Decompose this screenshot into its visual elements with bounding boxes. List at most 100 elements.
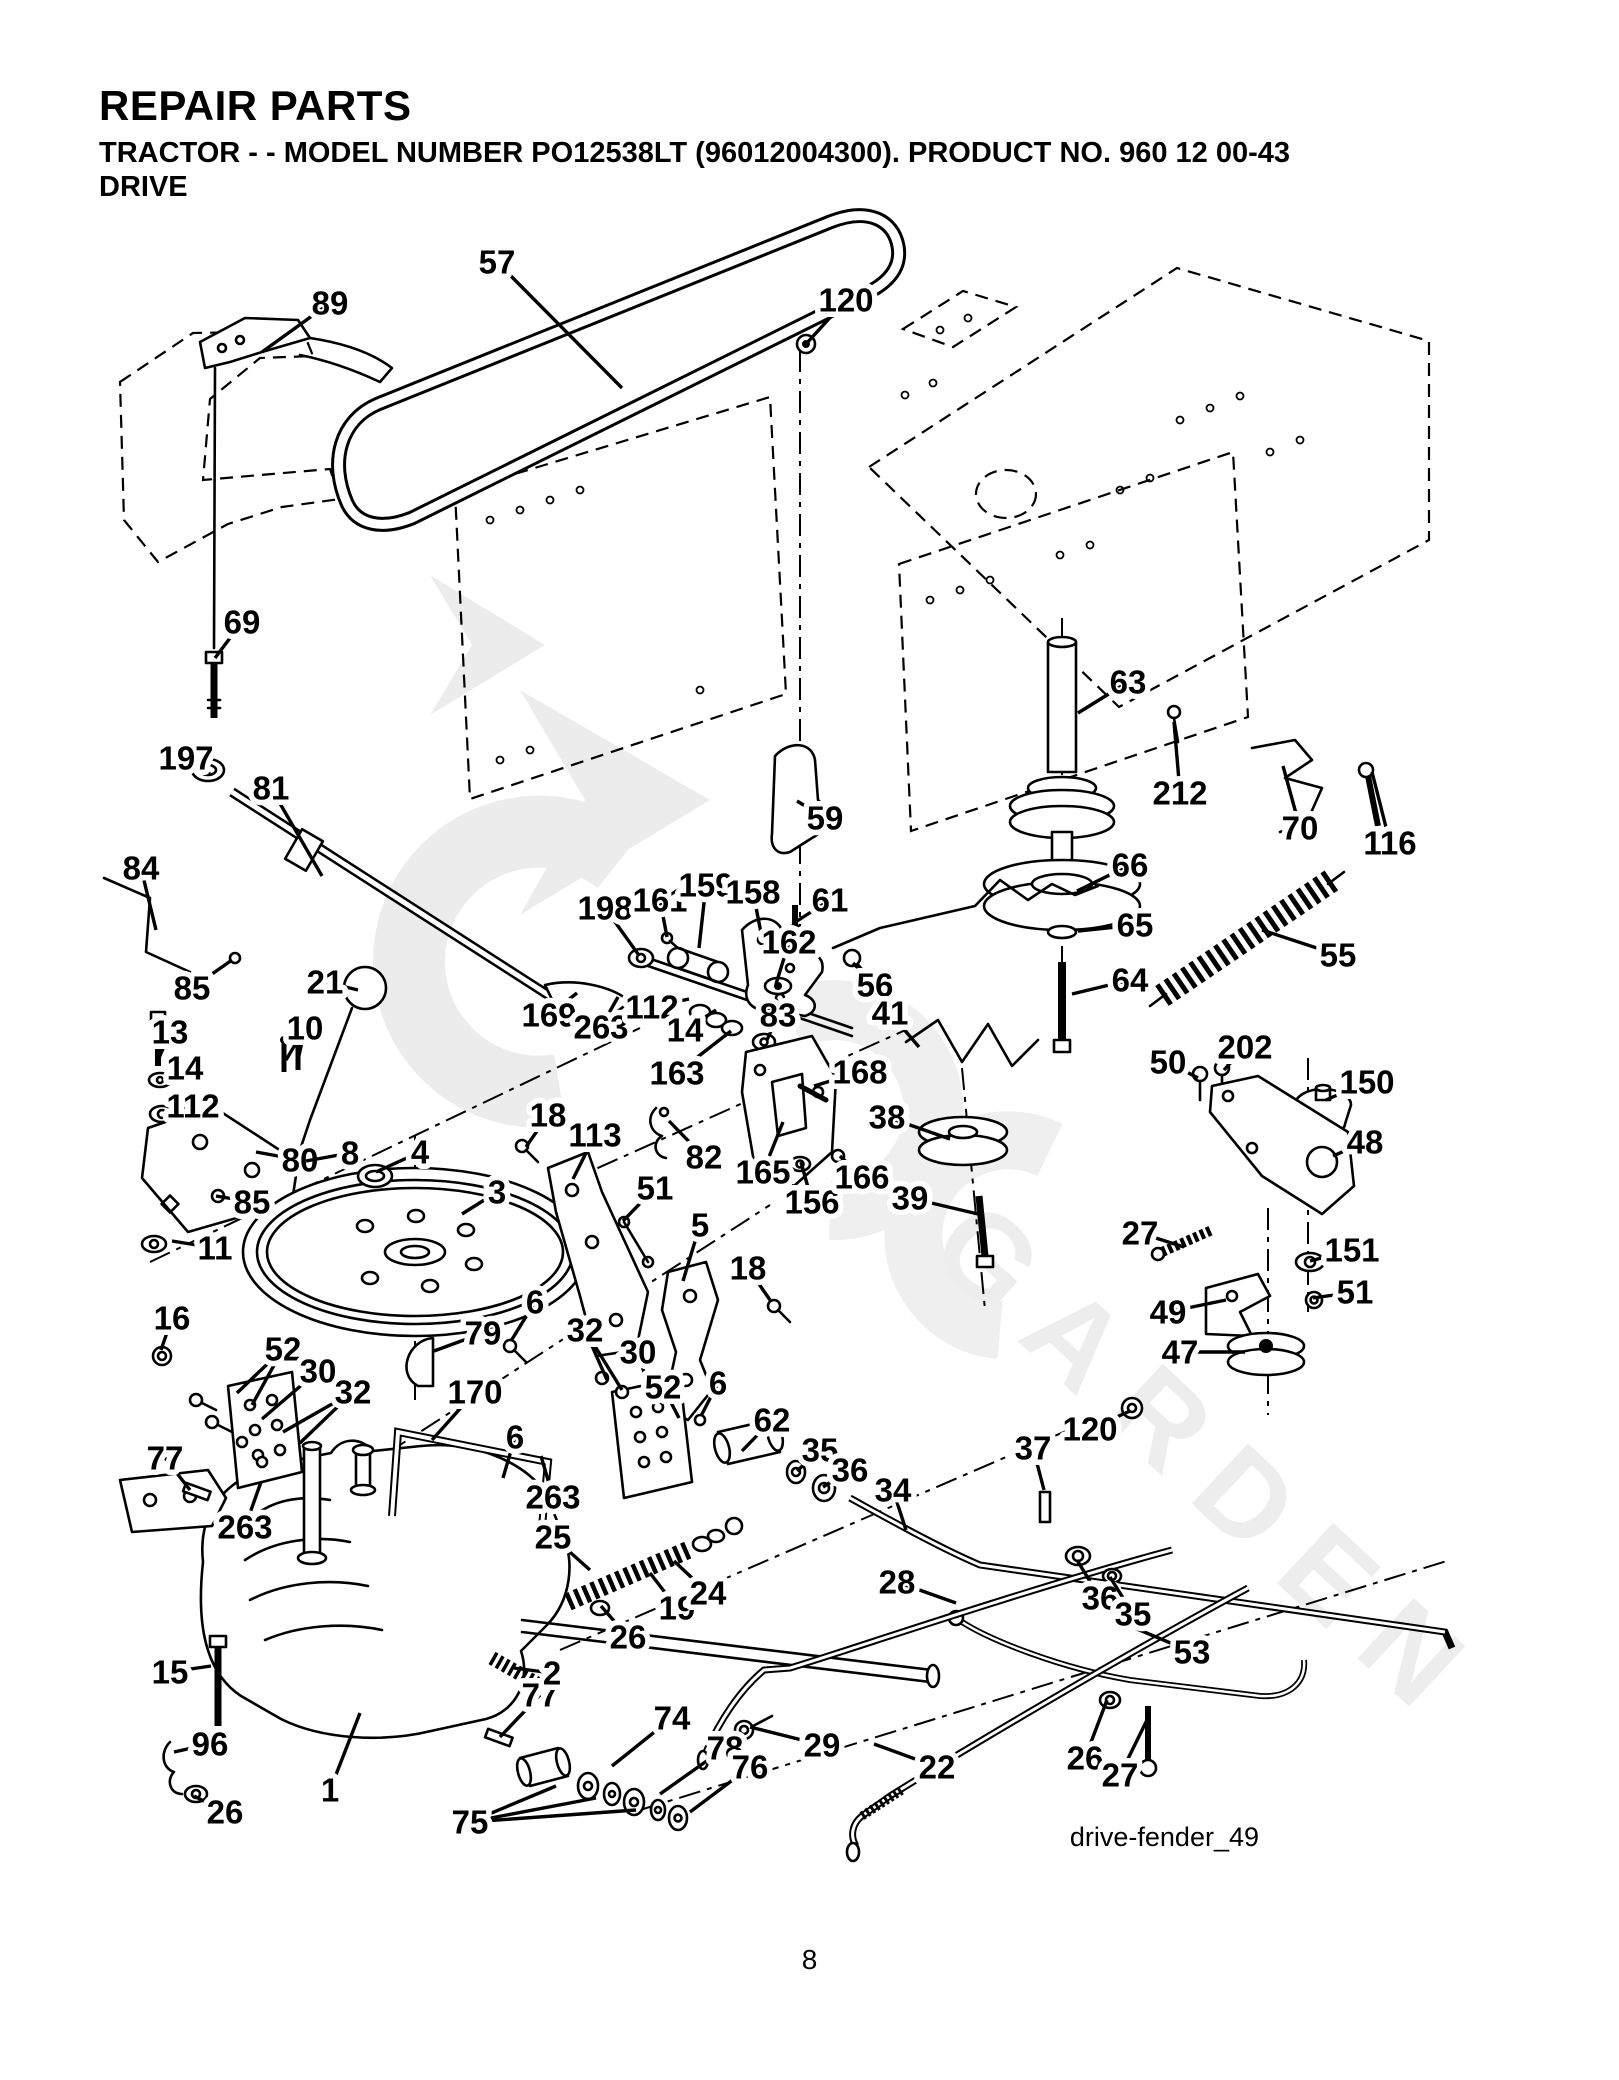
- spring-link-41: [904, 1018, 1040, 1068]
- callout-168: 168: [813, 1048, 893, 1096]
- svg-text:85: 85: [234, 1184, 271, 1221]
- svg-text:263: 263: [217, 1509, 272, 1546]
- linkage-cluster-158-165: [627, 917, 854, 1188]
- callout-15: 15: [146, 1648, 212, 1696]
- svg-text:48: 48: [1347, 1124, 1384, 1161]
- callout-51: 51: [1312, 1268, 1379, 1316]
- callout-62: 62: [740, 1396, 796, 1453]
- callout-170: 170: [430, 1368, 508, 1442]
- svg-text:56: 56: [857, 967, 894, 1004]
- page-number: 8: [801, 1944, 818, 1975]
- svg-text:41: 41: [872, 995, 909, 1032]
- callout-75: 75: [446, 1784, 637, 1846]
- callout-85: 85: [215, 1178, 276, 1226]
- axle-washers-74-78: [515, 1746, 689, 1832]
- svg-text:39: 39: [892, 1180, 929, 1217]
- engine-pulley-3: [241, 1163, 589, 1388]
- callout-150: 150: [1325, 1058, 1400, 1106]
- keeper-bracket-89: [198, 316, 394, 650]
- svg-text:5: 5: [691, 1207, 709, 1244]
- svg-text:30: 30: [620, 1334, 657, 1371]
- callout-83: 83: [754, 991, 802, 1041]
- svg-text:52: 52: [265, 1331, 302, 1368]
- svg-text:77: 77: [147, 1440, 184, 1477]
- callout-13: 13: [146, 1008, 194, 1059]
- callout-197: 197: [153, 734, 219, 782]
- svg-text:52: 52: [645, 1369, 682, 1406]
- svg-text:24: 24: [690, 1575, 727, 1612]
- callout-61: 61: [796, 876, 854, 924]
- callout-32: 32: [561, 1306, 624, 1391]
- drive-belt-57: [331, 208, 907, 532]
- svg-text:36: 36: [832, 1452, 869, 1489]
- diagram-reference: drive-fender_49: [1069, 1822, 1259, 1852]
- svg-text:96: 96: [192, 1726, 229, 1763]
- callout-10: 10: [281, 1004, 329, 1061]
- callout-36: 36: [822, 1446, 874, 1494]
- svg-text:6: 6: [526, 1284, 544, 1321]
- control-rods-34-37-53-28-22: [696, 1490, 1456, 1863]
- svg-text:53: 53: [1174, 1634, 1211, 1671]
- svg-text:22: 22: [919, 1749, 956, 1786]
- callout-38: 38: [863, 1093, 951, 1141]
- callout-41: 41: [866, 989, 921, 1049]
- page-title: REPAIR PARTS: [99, 82, 412, 129]
- idler-arm-48-cluster: [1120, 1059, 1356, 1420]
- callout-52: 52: [639, 1363, 687, 1419]
- svg-text:75: 75: [452, 1804, 489, 1841]
- callout-166: 166: [829, 1153, 895, 1201]
- svg-text:51: 51: [637, 1170, 674, 1207]
- callout-29: 29: [749, 1721, 846, 1769]
- callout-89: 89: [261, 279, 354, 354]
- callout-53: 53: [1136, 1627, 1216, 1676]
- svg-text:27: 27: [1122, 1215, 1159, 1252]
- svg-text:197: 197: [158, 740, 213, 777]
- svg-text:34: 34: [875, 1472, 912, 1509]
- callout-198: 198: [572, 884, 640, 955]
- svg-text:4: 4: [411, 1134, 430, 1171]
- callout-51: 51: [621, 1164, 679, 1223]
- callout-113: 113: [563, 1111, 627, 1180]
- callout-96: 96: [173, 1720, 234, 1768]
- callout-120: 120: [804, 276, 879, 346]
- callout-77: 77: [141, 1434, 192, 1492]
- svg-text:168: 168: [832, 1054, 887, 1091]
- callout-202: 202: [1212, 1023, 1278, 1072]
- svg-text:170: 170: [447, 1374, 502, 1411]
- callout-116: 116: [1358, 771, 1422, 867]
- callout-158: 158: [720, 868, 786, 939]
- svg-text:14: 14: [667, 1012, 704, 1049]
- callout-37: 37: [1009, 1424, 1057, 1491]
- callout-112: 112: [620, 983, 690, 1031]
- svg-text:61: 61: [812, 882, 849, 919]
- callout-165: 165: [730, 1121, 796, 1196]
- callout-151: 151: [1309, 1226, 1385, 1274]
- svg-text:64: 64: [1112, 962, 1149, 999]
- callout-66: 66: [1076, 841, 1154, 893]
- svg-text:16: 16: [154, 1300, 191, 1337]
- svg-text:212: 212: [1152, 775, 1207, 812]
- callout-263: 263: [568, 996, 634, 1051]
- callout-82: 82: [667, 1119, 728, 1181]
- callout-59: 59: [796, 794, 849, 842]
- callout-74: 74: [610, 1694, 696, 1768]
- svg-text:162: 162: [761, 924, 816, 961]
- svg-text:36: 36: [1082, 1580, 1119, 1617]
- idler-pulley-38-39: [917, 1115, 1009, 1269]
- callout-161: 161: [627, 876, 693, 938]
- callout-81: 81: [247, 764, 324, 877]
- svg-text:3: 3: [488, 1174, 506, 1211]
- svg-text:26: 26: [610, 1619, 647, 1656]
- callout-47: 47: [1156, 1328, 1245, 1376]
- model-subtitle: TRACTOR - - MODEL NUMBER PO12538LT (9601…: [99, 137, 1290, 169]
- callout-77: 77: [498, 1671, 564, 1739]
- callout-18: 18: [724, 1244, 772, 1301]
- svg-text:59: 59: [807, 800, 844, 837]
- callout-19: 19: [648, 1571, 701, 1632]
- callout-163: 163: [644, 1029, 733, 1097]
- svg-text:1: 1: [321, 1772, 339, 1809]
- callout-28: 28: [873, 1558, 957, 1606]
